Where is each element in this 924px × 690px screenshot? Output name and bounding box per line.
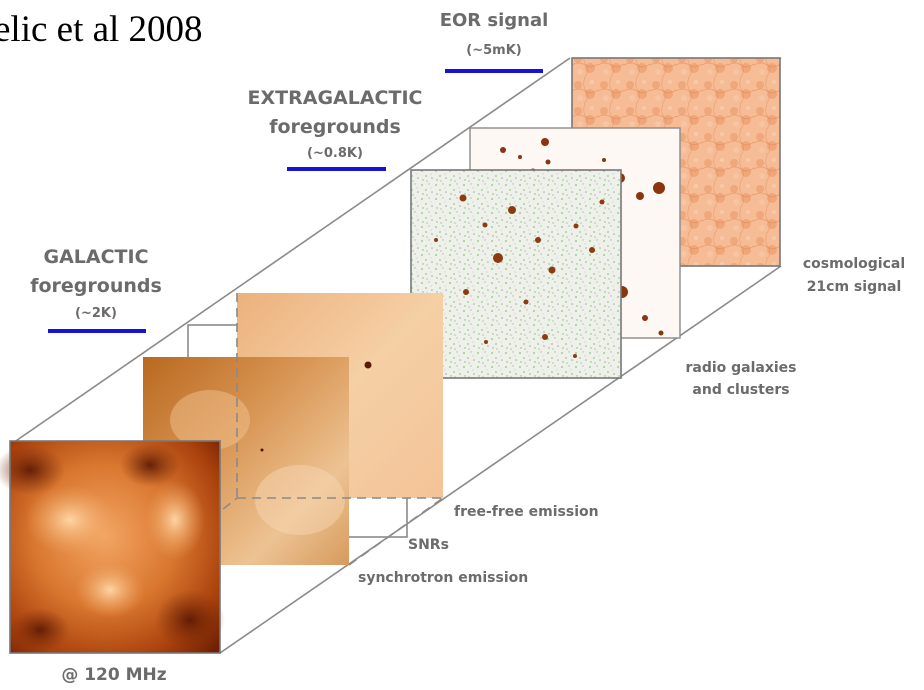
cosmological-label-line1: cosmological [803, 256, 905, 272]
cosmological-label-line2: 21cm signal [807, 279, 902, 295]
radio-galaxies-label-line1: radio galaxies [685, 360, 796, 376]
radio-galaxies-map [410, 169, 622, 379]
extragalactic-title: EXTRAGALACTIC [248, 87, 423, 109]
frequency-label: @ 120 MHz [61, 665, 166, 685]
extragalactic-subtitle: foregrounds [269, 116, 401, 138]
citation-title: elic et al 2008 [0, 9, 203, 50]
galactic-title: GALACTIC [43, 246, 148, 268]
extragalactic-label-group: EXTRAGALACTIC foregrounds (~0.8K) [248, 87, 423, 171]
free-free-label: free-free emission [454, 504, 599, 520]
eor-amplitude: (~5mK) [466, 43, 521, 58]
eor-label-group: EOR signal (~5mK) [440, 10, 549, 73]
synchrotron-map [0, 440, 225, 654]
snrs-label: SNRs [408, 537, 449, 553]
radio-galaxies-label-line2: and clusters [692, 382, 789, 398]
eor-title: EOR signal [440, 10, 549, 31]
synchrotron-label: synchrotron emission [358, 570, 528, 586]
galactic-label-group: GALACTIC foregrounds (~2K) [30, 246, 162, 333]
galactic-subtitle: foregrounds [30, 275, 162, 297]
galactic-amplitude: (~2K) [75, 306, 117, 321]
extragalactic-amplitude: (~0.8K) [307, 146, 363, 161]
